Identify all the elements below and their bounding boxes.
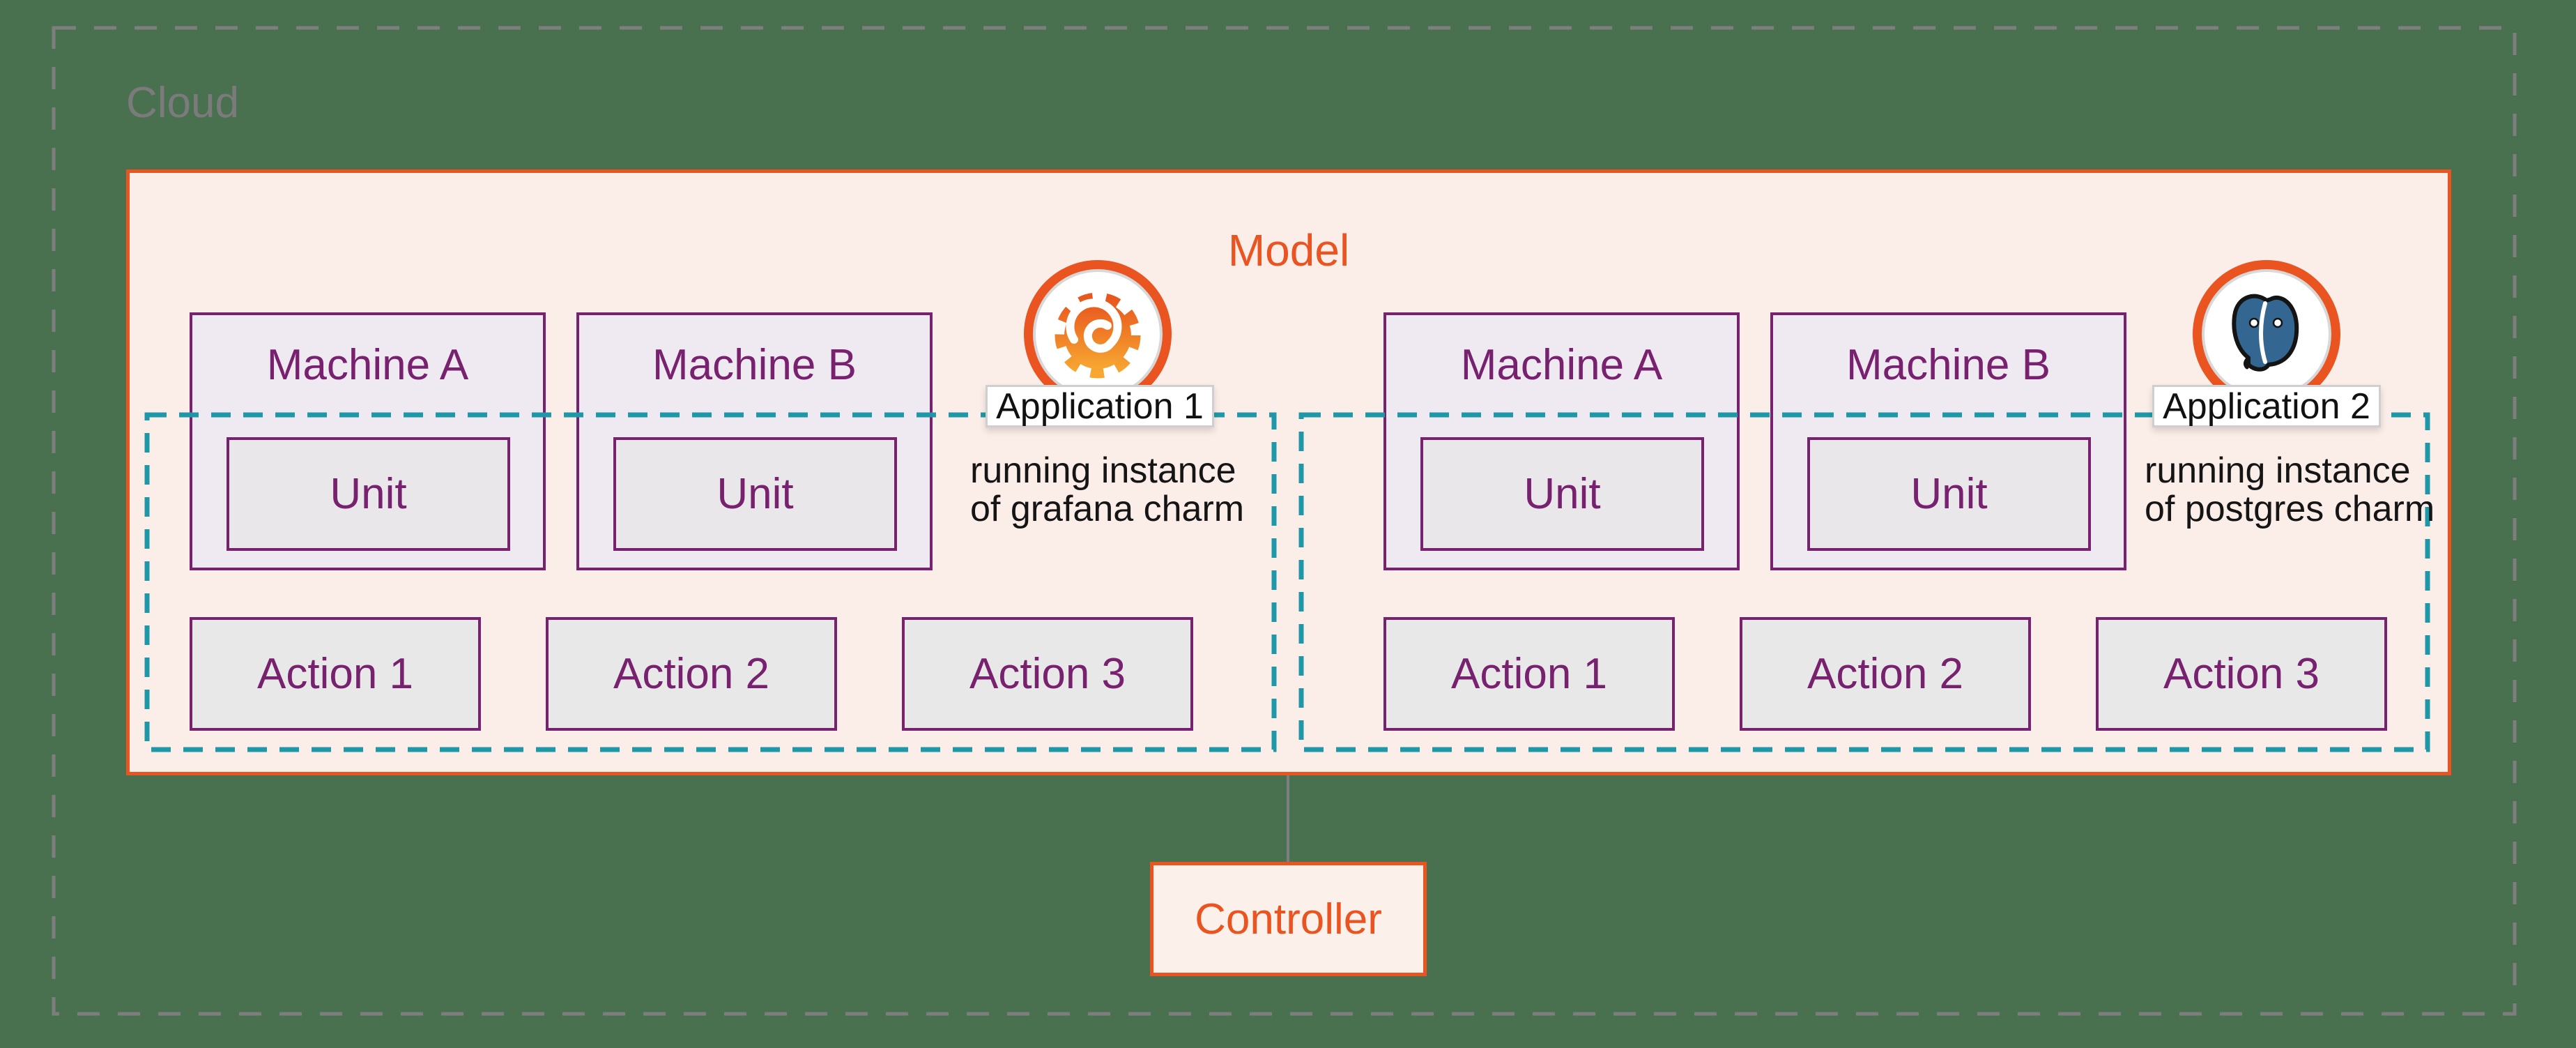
caption-line: of grafana charm bbox=[970, 489, 1245, 529]
unit-box: Unit bbox=[227, 437, 510, 551]
action-box: Action 2 bbox=[1740, 617, 2031, 731]
machine-label: Machine B bbox=[652, 341, 857, 389]
machine-label: Machine A bbox=[1460, 341, 1663, 389]
caption-line: running instance bbox=[970, 450, 1236, 491]
machine-box: Machine B Unit bbox=[576, 312, 933, 570]
cloud-label: Cloud bbox=[126, 79, 239, 127]
unit-box: Unit bbox=[1420, 437, 1704, 551]
application-label: Application 1 bbox=[986, 385, 1214, 427]
action-box: Action 3 bbox=[2096, 617, 2387, 731]
grafana-icon bbox=[1022, 259, 1173, 409]
postgres-icon bbox=[2191, 259, 2342, 409]
action-box: Action 3 bbox=[902, 617, 1193, 731]
unit-box: Unit bbox=[1807, 437, 2091, 551]
action-box: Action 1 bbox=[1383, 617, 1675, 731]
controller-box: Controller bbox=[1150, 862, 1427, 976]
machine-label: Machine A bbox=[266, 341, 469, 389]
application-caption: running instance of grafana charm bbox=[970, 452, 1244, 529]
machine-box: Machine A Unit bbox=[1383, 312, 1740, 570]
machine-label: Machine B bbox=[1846, 341, 2050, 389]
action-box: Action 1 bbox=[190, 617, 481, 731]
caption-line: running instance bbox=[2145, 450, 2411, 491]
application-label: Application 2 bbox=[2152, 385, 2381, 427]
caption-line: of postgres charm bbox=[2145, 489, 2435, 529]
machine-box: Machine A Unit bbox=[190, 312, 546, 570]
application-caption: running instance of postgres charm bbox=[2145, 452, 2435, 529]
machine-box: Machine B Unit bbox=[1770, 312, 2126, 570]
model-label: Model bbox=[1227, 225, 1350, 275]
unit-box: Unit bbox=[613, 437, 897, 551]
action-box: Action 2 bbox=[546, 617, 837, 731]
